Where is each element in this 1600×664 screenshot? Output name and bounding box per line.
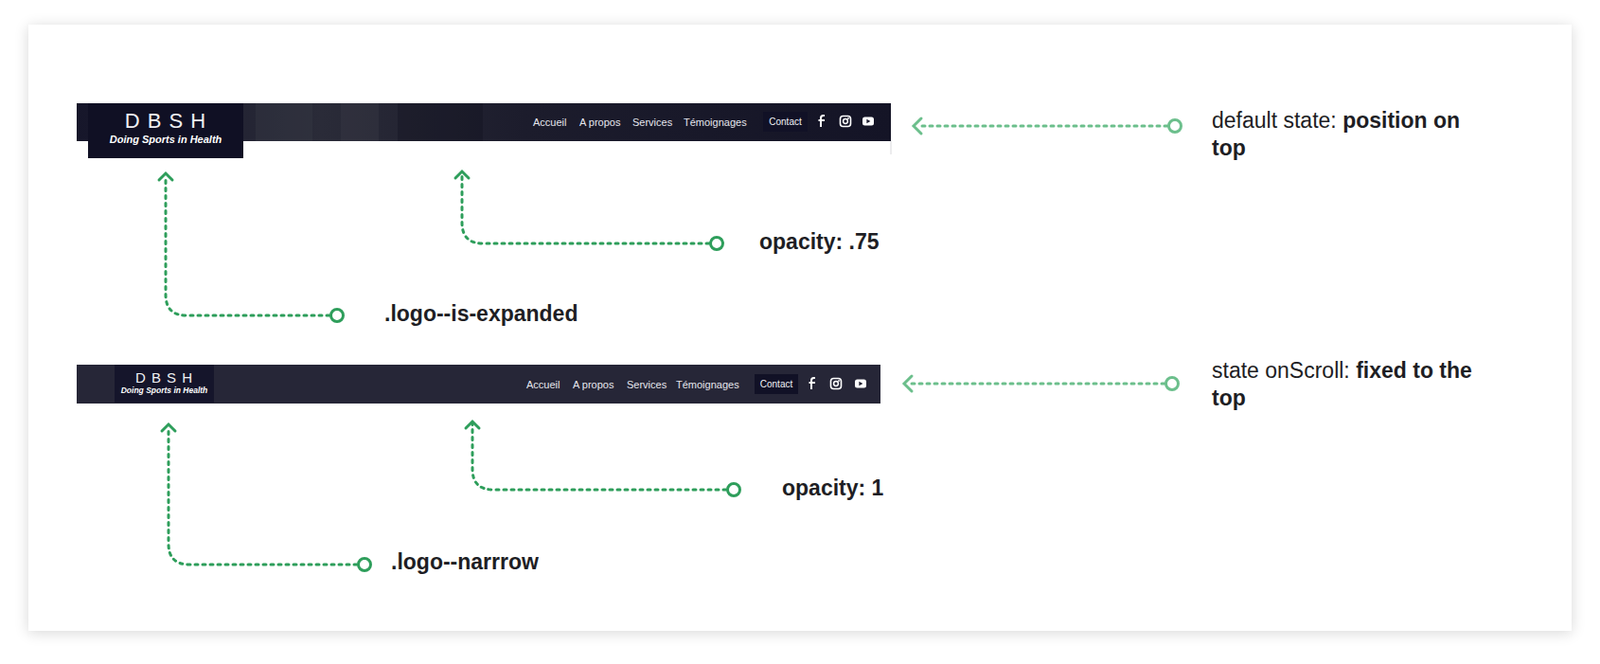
nav-link: Accueil xyxy=(533,103,567,142)
annotation: default state:position on top xyxy=(1211,106,1496,162)
arrow-head xyxy=(465,421,480,428)
nav-link: Témoignages xyxy=(683,103,747,142)
leader-dot xyxy=(1169,120,1182,133)
nav-link: Services xyxy=(632,103,673,142)
contact-button: Contact xyxy=(754,373,799,394)
annotation: opacity: 1 xyxy=(782,474,884,502)
instagram-icon xyxy=(831,378,842,390)
annotation-text: state onScroll: xyxy=(1211,357,1351,383)
instagram-icon xyxy=(840,116,852,127)
navbar-band xyxy=(76,364,881,404)
annotation: state onScroll:fixed to the top xyxy=(1211,356,1496,412)
arrow-head xyxy=(455,171,469,178)
button-label: Contact xyxy=(760,378,793,391)
photo-texture xyxy=(255,103,313,142)
arrow-head xyxy=(904,375,912,392)
photo-texture xyxy=(397,103,483,142)
nav-link: Témoignages xyxy=(675,364,740,404)
leader-dot xyxy=(1166,377,1179,391)
facebook-icon xyxy=(809,377,817,390)
annotation-emphasis: opacity: .75 xyxy=(759,229,880,254)
contact-button: Contact xyxy=(763,111,808,132)
edge-line xyxy=(890,141,892,155)
annotation: .logo--is-expanded xyxy=(384,300,578,328)
arrow-head xyxy=(161,424,176,431)
annotation-emphasis: opacity: 1 xyxy=(782,475,884,500)
photo-texture xyxy=(340,103,379,142)
button-label: Contact xyxy=(768,116,801,128)
leader-dot xyxy=(728,483,741,497)
youtube-icon xyxy=(854,379,867,389)
annotation: .logo--narrrow xyxy=(391,548,539,576)
nav-link: Services xyxy=(626,364,667,404)
navbar: Accueil A propos ServicesTémoignages D B S … xyxy=(76,364,881,404)
navbar: Accueil A propos Services Témoignages D B S … xyxy=(76,103,891,142)
leader-line xyxy=(920,124,1168,128)
leader-line xyxy=(168,426,357,565)
logo-tagline: Doing Sports in Health xyxy=(121,385,209,395)
arrow-head xyxy=(913,118,922,134)
logo-narrow: D B S HDoing Sports in Health xyxy=(114,364,214,403)
leader-dot xyxy=(358,558,372,571)
leader-line xyxy=(472,424,727,490)
nav-link: A propos xyxy=(579,103,621,142)
nav-link: Accueil xyxy=(526,364,560,404)
facebook-icon xyxy=(818,115,826,127)
nav-link: A propos xyxy=(572,364,614,404)
logo-tagline: Doing Sports in Health xyxy=(109,133,223,146)
logo-expanded: D B S HDoing Sports in Health xyxy=(88,103,244,159)
annotation-text: default state: xyxy=(1211,107,1337,133)
logo-mark: D B S H xyxy=(135,370,194,385)
leader-dot xyxy=(331,309,344,322)
annotation: opacity: .75 xyxy=(759,228,880,256)
logo-mark: D B S H xyxy=(124,110,207,132)
annotation-emphasis: .logo--is-expanded xyxy=(384,301,578,326)
arrow-head xyxy=(159,173,173,180)
leader-line xyxy=(462,174,710,244)
leader-line xyxy=(910,382,1165,386)
leader-dot xyxy=(711,237,724,250)
youtube-icon xyxy=(862,117,874,126)
leader-line xyxy=(165,176,330,316)
annotation-emphasis: .logo--narrrow xyxy=(391,549,539,574)
